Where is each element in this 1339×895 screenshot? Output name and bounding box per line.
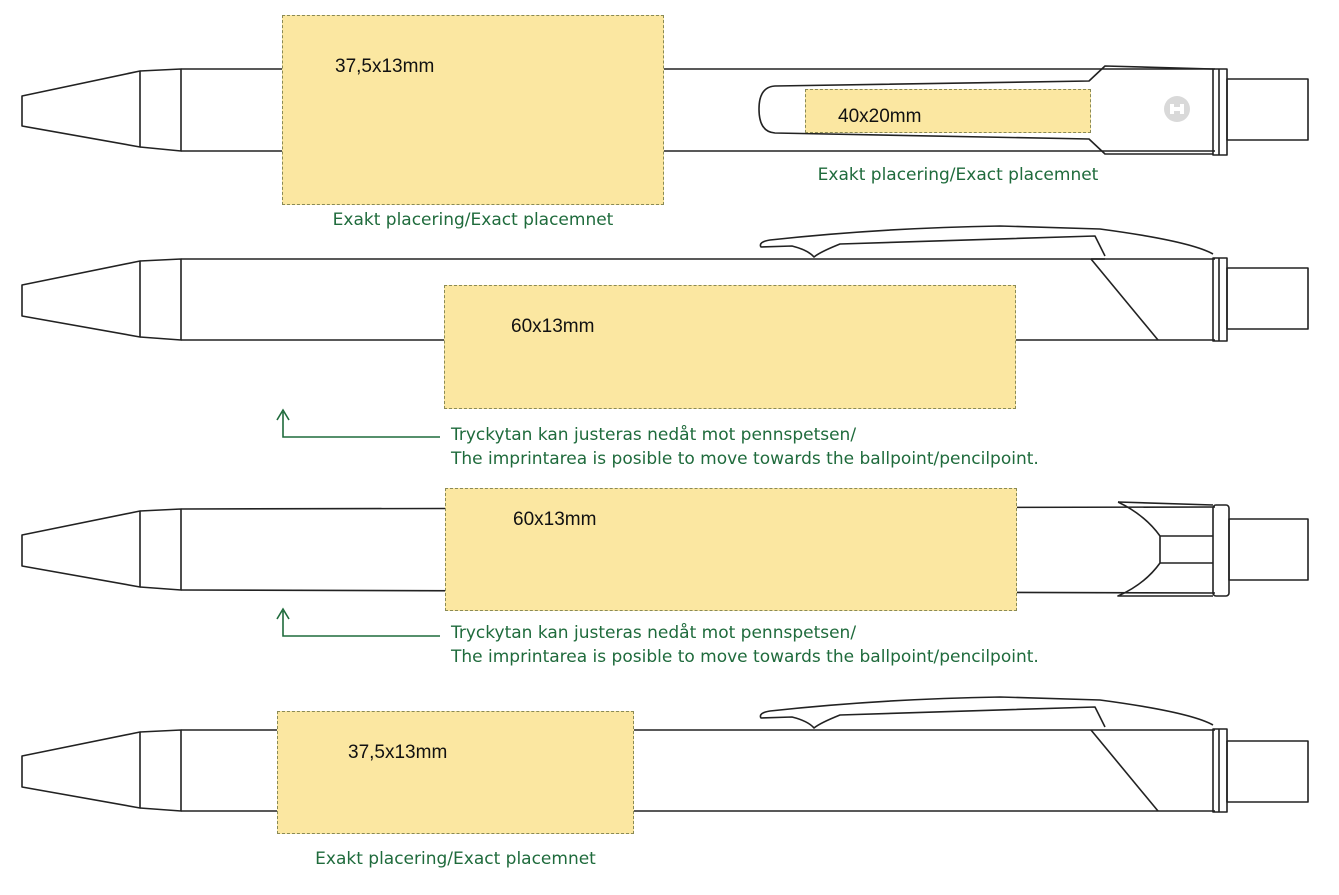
adjust-note-line-1: Tryckytan kan justeras nedåt mot pennspe…	[451, 425, 857, 445]
pen-2-clip	[759, 225, 1214, 258]
imprint-size-label: 40x20mm	[838, 106, 922, 127]
placement-note: Exakt placering/Exact placemnet	[315, 849, 596, 869]
imprint-area-barrel	[444, 285, 1016, 409]
adjust-arrow-icon	[276, 607, 440, 637]
imprint-size-label: 60x13mm	[511, 316, 595, 337]
imprint-area-clip	[805, 89, 1091, 133]
imprint-area-barrel	[282, 15, 664, 205]
adjust-note-line-2: The imprintarea is posible to move towar…	[451, 449, 1039, 469]
pen-1-button	[1226, 78, 1309, 141]
pen-3-clip	[1117, 501, 1214, 597]
pen-1-outline	[21, 65, 1309, 156]
imprint-size-label: 37,5x13mm	[335, 56, 435, 77]
imprint-size-label: 37,5x13mm	[348, 742, 448, 763]
pen-2-outline	[21, 225, 1309, 342]
pen-2-clip-slant	[1090, 258, 1159, 341]
brand-logo-icon	[1164, 96, 1190, 122]
imprint-area-barrel	[277, 711, 634, 834]
adjust-note-line-1: Tryckytan kan justeras nedåt mot pennspe…	[451, 623, 857, 643]
pen-1-clip	[758, 65, 1214, 155]
pen-1-grip	[139, 68, 182, 152]
placement-note: Exakt placering/Exact placemnet	[817, 165, 1099, 185]
adjust-arrow-icon	[276, 408, 440, 438]
pen-4-outline	[21, 696, 1309, 813]
imprint-size-label: 60x13mm	[513, 509, 597, 530]
imprint-area-barrel	[445, 488, 1017, 611]
adjust-note-line-2: The imprintarea is posible to move towar…	[451, 647, 1039, 667]
pen-1-tip	[21, 70, 141, 148]
placement-note: Exakt placering/Exact placemnet	[332, 210, 614, 230]
